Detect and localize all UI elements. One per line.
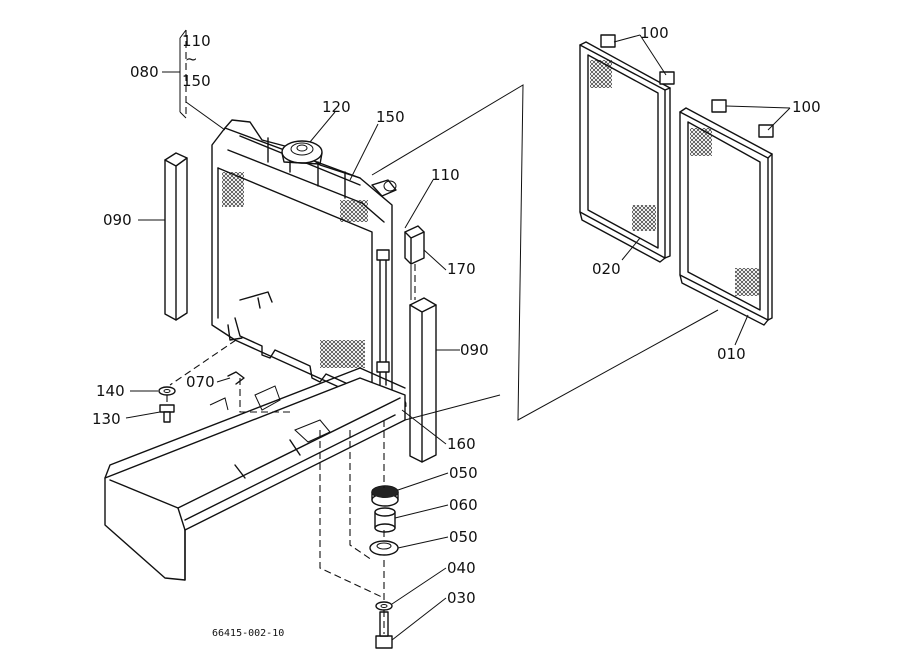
mount-collar-060: [374, 507, 396, 533]
label-150-upper: 150: [182, 72, 211, 90]
seal-strip-left: [164, 152, 188, 321]
bolt-130: [159, 404, 175, 423]
label-070: 070: [186, 373, 215, 391]
screen-guide-lines: [371, 84, 719, 421]
washer-040: [375, 601, 393, 611]
label-leaders: [125, 34, 791, 641]
label-060: 060: [449, 496, 478, 514]
bracket-170: [404, 225, 425, 300]
radiator-core: [211, 119, 393, 403]
support-tray: [104, 367, 406, 581]
overflow-tube: [376, 249, 390, 386]
upper-pipe: [371, 179, 397, 197]
label-080: 080: [130, 63, 159, 81]
label-100-left: 100: [640, 24, 669, 42]
part-labels: 110 ~ 150 080 120 150 110 170 090 090 14…: [92, 24, 821, 639]
radiator-cap: [281, 140, 323, 165]
mount-rubber-050-top: [371, 485, 399, 507]
label-160: 160: [447, 435, 476, 453]
bolt-030: [375, 611, 393, 649]
label-110-upper: 110: [182, 32, 211, 50]
clip-070: [227, 371, 245, 385]
dust-screen-020: [579, 34, 675, 263]
label-120: 120: [322, 98, 351, 116]
label-130: 130: [92, 410, 121, 428]
label-030: 030: [447, 589, 476, 607]
washer-140: [158, 386, 176, 396]
label-150: 150: [376, 108, 405, 126]
label-100-right: 100: [792, 98, 821, 116]
label-110: 110: [431, 166, 460, 184]
label-050-bottom: 050: [449, 528, 478, 546]
label-170: 170: [447, 260, 476, 278]
seal-strip-right: [409, 297, 437, 463]
label-040: 040: [447, 559, 476, 577]
mount-rubber-050-bottom: [369, 540, 399, 556]
label-090-right: 090: [460, 341, 489, 359]
label-140: 140: [96, 382, 125, 400]
label-010: 010: [717, 345, 746, 363]
dust-screen-010: [679, 99, 774, 326]
drawing-code: 66415-002-10: [212, 628, 284, 639]
label-090-left: 090: [103, 211, 132, 229]
label-050-top: 050: [449, 464, 478, 482]
label-tilde: ~: [185, 50, 198, 68]
assembly-leader-lines: [166, 29, 416, 634]
label-020: 020: [592, 260, 621, 278]
